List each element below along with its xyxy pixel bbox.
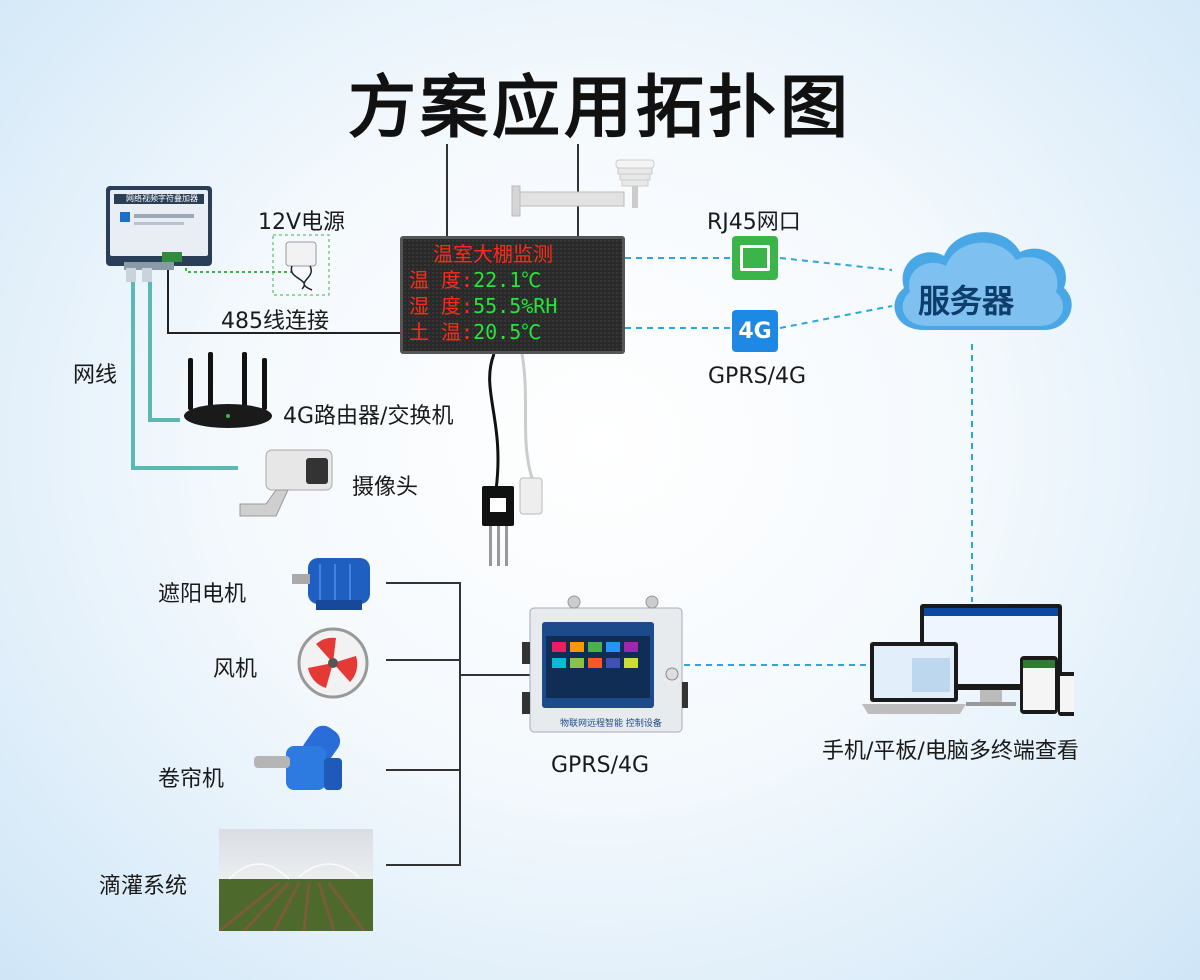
sensor-bracket-icon: [511, 159, 655, 217]
display-value-soil-temp: 20.5℃: [473, 320, 542, 344]
page-title: 方案应用拓扑图: [347, 69, 852, 148]
router-icon: [184, 352, 272, 428]
motor-icon: [292, 558, 370, 610]
cloud-server-icon: [894, 232, 1072, 330]
fan-label: 风机: [213, 657, 258, 682]
badge-4g: 4G: [732, 310, 778, 352]
led-display: 温室大棚监测 温 度:22.1℃ 湿 度:55.5%RH 土 温:20.5℃: [400, 236, 625, 354]
shade-motor-label: 遮阳电机: [158, 582, 247, 607]
display-label-soil-temp: 土 温:: [409, 320, 474, 344]
gprs-bottom-label: GPRS/4G: [551, 753, 650, 778]
drip-label: 滴灌系统: [99, 874, 188, 899]
power-line: [185, 268, 292, 273]
rs485-label: 485线连接: [221, 309, 329, 334]
camera-icon: [239, 449, 333, 517]
fan-icon: [297, 627, 369, 699]
camera-cable: [131, 280, 238, 470]
controller-box-icon: [522, 595, 688, 733]
rs485-line: [167, 268, 402, 334]
video-overlay-box: [106, 186, 212, 282]
overlay-box-text: 网络视频字符叠加器: [126, 194, 198, 203]
display-value-humidity: 55.5%RH: [473, 294, 558, 318]
display-label-humidity: 湿 度:: [409, 294, 474, 318]
soil-sensor-icon: [482, 477, 543, 566]
curtain-motor-icon: [254, 725, 342, 790]
controller-screen-text: 物联网远程智能 控制设备: [560, 719, 662, 729]
router-cable: [148, 280, 180, 422]
drip-irrigation-photo: [219, 829, 373, 931]
gprs-top-label: GPRS/4G: [708, 364, 807, 389]
power-label: 12V电源: [258, 210, 346, 235]
rj45-port-icon: [732, 236, 778, 280]
terminals-icon: [862, 604, 1074, 716]
display-value-temp: 22.1℃: [473, 268, 542, 292]
terminals-label: 手机/平板/电脑多终端查看: [822, 739, 1079, 764]
power-adapter-icon: [272, 234, 330, 296]
display-label-temp: 温 度:: [409, 268, 474, 292]
server-label: 服务器: [918, 282, 1015, 320]
camera-label: 摄像头: [352, 475, 419, 500]
rj45-label: RJ45网口: [707, 210, 801, 235]
curtain-label: 卷帘机: [158, 767, 225, 792]
router-label: 4G路由器/交换机: [283, 404, 454, 429]
network-cable-label: 网线: [73, 363, 118, 388]
display-title: 温室大棚监测: [433, 242, 553, 266]
